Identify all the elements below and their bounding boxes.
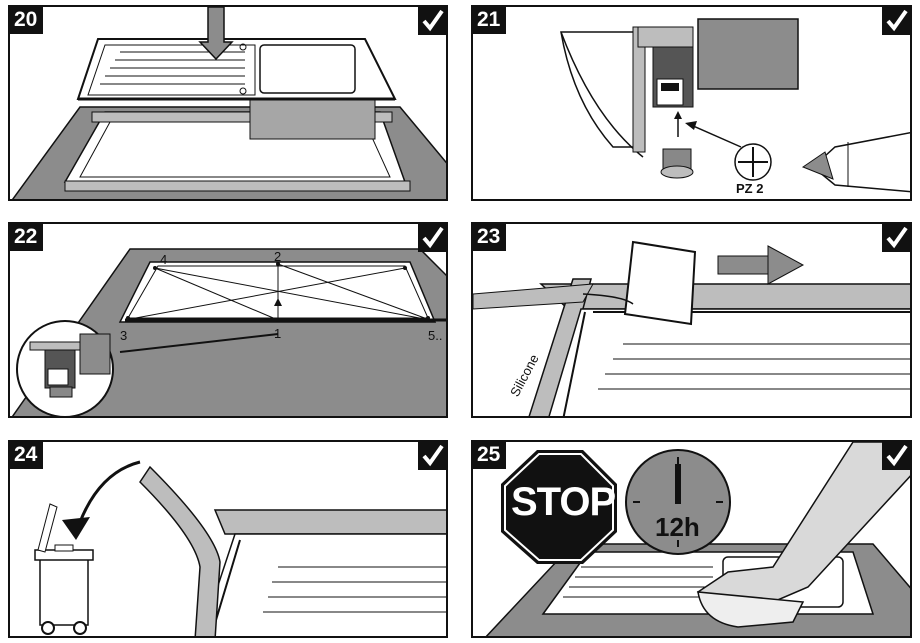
step-number: 22 <box>10 224 44 251</box>
wait-time-label: 12h <box>655 512 700 542</box>
point-label: 5.. <box>428 328 443 343</box>
step-22-illustration <box>11 248 446 416</box>
step-number: 23 <box>473 224 507 251</box>
step-21-panel: PZ 2 21 <box>471 5 912 201</box>
point-label: 3 <box>120 328 128 343</box>
point-label: 1 <box>274 326 282 341</box>
step-24-panel: 24 <box>8 440 448 638</box>
check-mark-icon <box>882 7 910 35</box>
point-label: 4 <box>160 252 168 267</box>
step-25-panel: STOP 12h 25 <box>471 440 912 638</box>
step-24-illustration <box>34 460 446 636</box>
step-25-illustration <box>485 442 910 636</box>
check-mark-icon <box>418 224 446 252</box>
step-23-panel: Silicone 23 <box>471 222 912 418</box>
step-21-illustration <box>560 18 910 193</box>
step-number: 21 <box>473 7 507 34</box>
step-number: 24 <box>10 442 44 469</box>
step-23-illustration <box>473 240 910 416</box>
step-number: 20 <box>10 7 44 34</box>
check-mark-icon <box>882 442 910 470</box>
step-22-panel: 4 2 3 1 5.. 22 <box>8 222 448 418</box>
point-label: 2 <box>274 249 282 264</box>
check-mark-icon <box>418 7 446 35</box>
screwdriver-size-label: PZ 2 <box>736 181 764 196</box>
stop-sign-text: STOP <box>511 480 616 524</box>
step-20-illustration <box>11 7 446 199</box>
step-number: 25 <box>473 442 507 469</box>
step-20-panel: 20 <box>8 5 448 201</box>
check-mark-icon <box>882 224 910 252</box>
check-mark-icon <box>418 442 446 470</box>
